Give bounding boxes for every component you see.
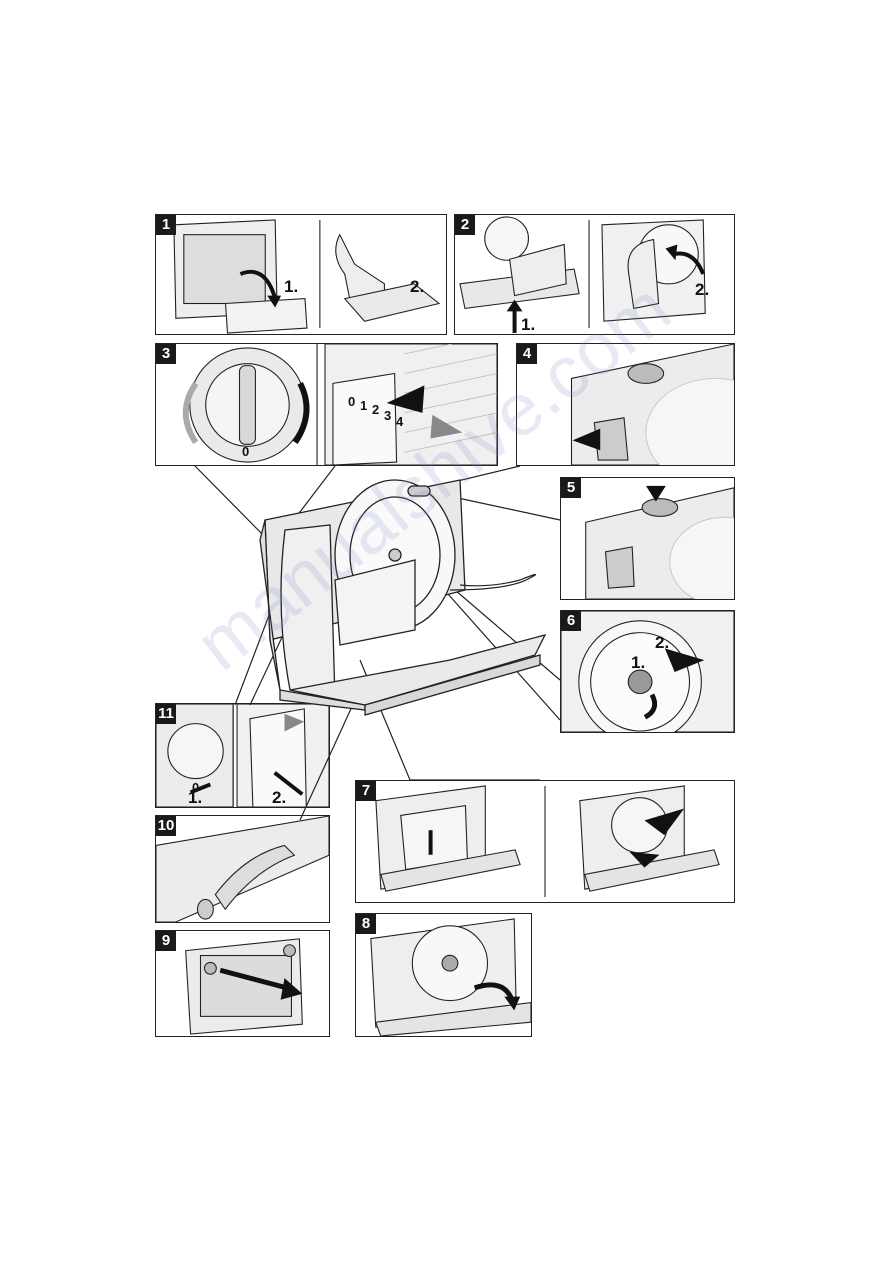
step-label-2: 2. [695, 280, 710, 299]
step-panel-3: 3 0 0 1 2 3 4 [155, 343, 498, 466]
scale-4: 4 [396, 414, 404, 429]
dial-zero-label: 0 [192, 780, 200, 795]
step-panel-8: 8 [355, 913, 532, 1037]
step-label-1: 1. [188, 788, 203, 807]
scale-0: 0 [348, 394, 356, 409]
step-panel-10: 10 [155, 815, 330, 923]
step-label-1: 1. [284, 277, 299, 296]
step-label-2: 2. [272, 788, 287, 807]
step-label-1: 1. [631, 653, 646, 672]
step-label-2: 2. [655, 633, 670, 652]
step-number: 11 [156, 704, 176, 724]
step-panel-7: 7 [355, 780, 735, 903]
scale-1: 1 [360, 398, 368, 413]
step-number: 1 [156, 215, 176, 235]
step-number: 2 [455, 215, 475, 235]
scale-2: 2 [372, 402, 380, 417]
step-number: 5 [561, 478, 581, 498]
step-number: 7 [356, 781, 376, 801]
step-number: 6 [561, 611, 581, 631]
step-number: 3 [156, 344, 176, 364]
step-label-2: 2. [410, 277, 425, 296]
dial-zero-label: 0 [242, 444, 250, 459]
food-slicer-overview [150, 460, 750, 860]
step-number: 10 [156, 816, 176, 836]
step-number: 4 [517, 344, 537, 364]
step-panel-1: 1 1. 2. [155, 214, 447, 335]
step-number: 8 [356, 914, 376, 934]
step-panel-11: 11 0 1. 2. [155, 703, 330, 808]
step-panel-2: 2 1. 2. [454, 214, 735, 335]
step-panel-4: 4 [516, 343, 735, 466]
step-number: 9 [156, 931, 176, 951]
step-panel-6: 6 1. 2. [560, 610, 735, 733]
step-panel-9: 9 [155, 930, 330, 1037]
step-label-1: 1. [521, 315, 536, 334]
step-panel-5: 5 [560, 477, 735, 600]
scale-3: 3 [384, 408, 392, 423]
